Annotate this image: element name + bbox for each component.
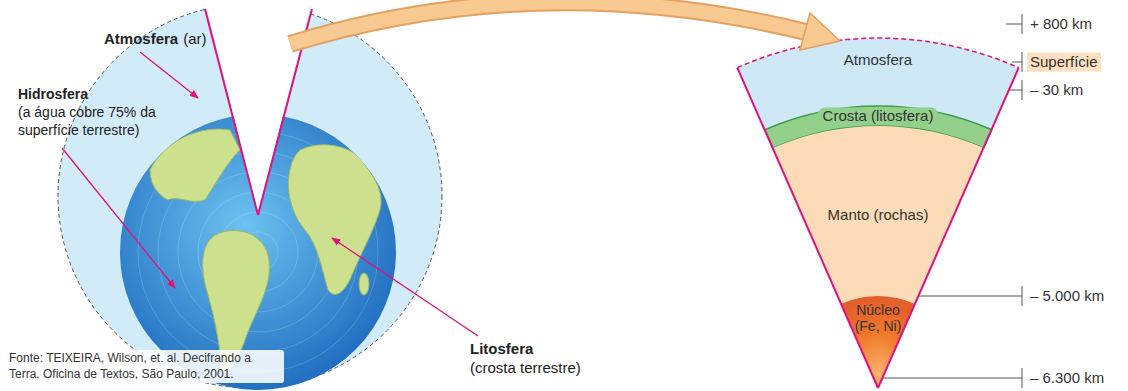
sphere-name: Hidrosfera — [18, 86, 88, 104]
layer-name: Manto (rochas) — [828, 206, 929, 223]
leader-line — [140, 52, 198, 98]
depth-label: Superfície — [1027, 53, 1101, 72]
core-sector: Núcleo (Fe, Ni) — [841, 296, 915, 388]
sphere-note: (crosta terrestre) — [470, 359, 581, 378]
sphere-note: (a água cobre 75% da superfície terrestr… — [18, 104, 188, 139]
leader-line — [332, 238, 478, 336]
sphere-name: Atmosfera — [104, 30, 178, 49]
atmosphere-top — [737, 38, 1018, 68]
sphere-name: Litosfera — [470, 340, 533, 359]
cut-edge — [205, 9, 258, 215]
scale-ticks — [882, 14, 1022, 388]
source-caption: Fonte: TEIXEIRA, Wilson, et. al. Decifra… — [6, 350, 284, 383]
layer-name: Núcleo (Fe, Ni) — [847, 302, 909, 334]
wedge-edge — [878, 68, 1019, 388]
band-fill — [737, 38, 1018, 130]
depth-label: – 6.300 km — [1027, 369, 1107, 388]
depth-label: – 5.000 km — [1027, 287, 1107, 306]
layer-name: Atmosfera — [844, 51, 912, 68]
leader-line — [62, 148, 175, 288]
wedge-cut — [205, 0, 312, 215]
depth-label: – 30 km — [1027, 81, 1086, 100]
wedge-edge — [737, 68, 878, 388]
big-arrow — [290, 2, 840, 50]
mantle-band: Manto (rochas) — [773, 126, 984, 304]
layer-name: Crosta (litosfera) — [818, 107, 939, 124]
band-fill — [773, 126, 984, 304]
band-fill — [841, 296, 915, 388]
depth-label: + 800 km — [1027, 15, 1095, 34]
sphere-note: (ar) — [183, 30, 206, 49]
